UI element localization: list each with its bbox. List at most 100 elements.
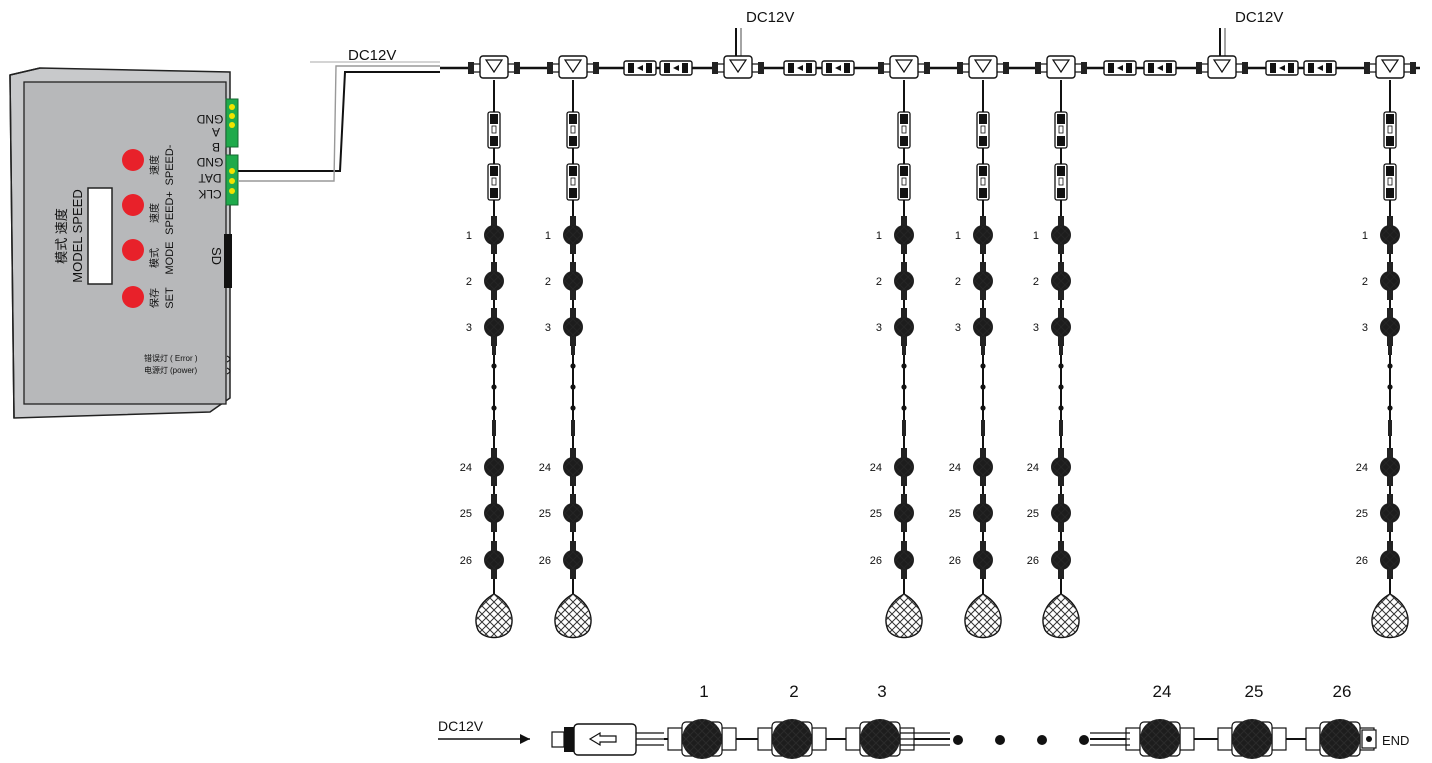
dc12v-label-main: DC12V xyxy=(348,47,396,64)
bus-connector xyxy=(821,60,855,76)
bus-connector xyxy=(659,60,693,76)
bus-connector xyxy=(623,60,657,76)
pixel-node xyxy=(1051,262,1071,300)
pixel-node xyxy=(563,262,583,300)
power-injection-tee-2 xyxy=(1195,55,1249,79)
pixel-node-number: 26 xyxy=(539,555,551,567)
end-label: END xyxy=(1382,733,1409,748)
ellipsis-dot xyxy=(570,384,576,390)
pixel-node-number: 26 xyxy=(460,555,472,567)
mode-button[interactable] xyxy=(122,239,144,261)
controller-box: 模式 速度 MODEL SPEED 速度 SPEED- 速度 SPEED+ 模式… xyxy=(9,67,239,419)
end-cap xyxy=(1361,729,1377,749)
pixel-node xyxy=(563,541,583,579)
pixel-node xyxy=(973,262,993,300)
ellipsis-dot xyxy=(570,363,576,369)
tee-connector xyxy=(1363,55,1417,79)
pixel-node-number: 24 xyxy=(870,462,882,474)
ellipsis-dot xyxy=(901,384,907,390)
pixel-node xyxy=(894,216,914,254)
display-label-cn: 模式 速度 xyxy=(54,208,69,264)
port2-label-clk: CLK xyxy=(198,187,221,201)
pixel-node xyxy=(1051,216,1071,254)
pixel-node-number: 3 xyxy=(876,322,882,334)
input-arrow-icon xyxy=(520,734,530,744)
ellipsis-dot xyxy=(901,405,907,411)
strip-node-number: 2 xyxy=(789,682,798,701)
ellipsis-dot xyxy=(1387,405,1393,411)
input-cable xyxy=(238,61,440,182)
ellipsis-dot xyxy=(980,384,986,390)
pixel-node xyxy=(894,494,914,532)
power-injection-tee-1 xyxy=(711,55,765,79)
plug-female xyxy=(897,163,911,201)
display-window xyxy=(87,187,113,285)
set-button[interactable] xyxy=(122,286,144,308)
port1-label-gnd: GND xyxy=(196,112,223,126)
port2-label-dat: DAT xyxy=(198,171,222,185)
pixel-node xyxy=(1380,262,1400,300)
speed-plus-button[interactable] xyxy=(122,194,144,216)
pixel-node xyxy=(563,216,583,254)
ellipsis-dot xyxy=(1387,384,1393,390)
pixel-node-number: 24 xyxy=(1027,462,1039,474)
pixel-node-number: 3 xyxy=(1362,322,1368,334)
pixel-node xyxy=(973,448,993,486)
pixel-node xyxy=(1051,448,1071,486)
bus-connector xyxy=(1303,60,1337,76)
pixel-node-number: 3 xyxy=(545,322,551,334)
dc12v-label-mid: DC12V xyxy=(746,9,794,26)
ellipsis-dot xyxy=(1387,363,1393,369)
pixel-node-number: 3 xyxy=(466,322,472,334)
port2-terminal: GND DAT CLK xyxy=(196,154,239,206)
pixel-node xyxy=(484,448,504,486)
strip-ellipsis-dot xyxy=(1037,735,1047,745)
pixel-node-number: 1 xyxy=(545,230,551,242)
pixel-node-number: 24 xyxy=(460,462,472,474)
mesh-drop-light xyxy=(964,593,1002,639)
strip-ellipsis-dot xyxy=(953,735,963,745)
plug-male xyxy=(487,111,501,149)
pixel-node xyxy=(894,262,914,300)
set-label-cn: 保存 xyxy=(148,288,161,308)
error-led-label-en: ( Error ) xyxy=(170,354,198,363)
strip-ellipsis-dot xyxy=(1079,735,1089,745)
pixel-node-number: 24 xyxy=(949,462,961,474)
strip-ellipsis-dot xyxy=(995,735,1005,745)
pixel-node-number: 1 xyxy=(1362,230,1368,242)
strip-node-number: 1 xyxy=(699,682,708,701)
pixel-node-number: 3 xyxy=(955,322,961,334)
plug-male xyxy=(976,111,990,149)
pixel-node-number: 26 xyxy=(1356,555,1368,567)
tee-connector xyxy=(956,55,1010,79)
mesh-drop-light xyxy=(885,593,923,639)
ellipsis-dot xyxy=(1058,363,1064,369)
pixel-node-number: 25 xyxy=(949,508,961,520)
plug-male xyxy=(1054,111,1068,149)
ellipsis-dot xyxy=(491,384,497,390)
pixel-strings: 1232425261232425261232425261232425261232… xyxy=(460,55,1417,639)
plug-male xyxy=(566,111,580,149)
power-led-label-cn: 电源灯 xyxy=(144,365,168,375)
port2-label-gnd: GND xyxy=(196,155,223,169)
speed-minus-button[interactable] xyxy=(122,149,144,171)
ellipsis-dot xyxy=(1058,384,1064,390)
speed-plus-label-en: SPEED+ xyxy=(164,191,176,235)
strip-pixel-node xyxy=(667,718,737,760)
pixel-node xyxy=(973,216,993,254)
bus-connector xyxy=(1265,60,1299,76)
bus-connector xyxy=(1103,60,1137,76)
speed-minus-label-en: SPEED- xyxy=(164,144,176,185)
strip-pixel-node xyxy=(757,718,827,760)
pixel-node-number: 2 xyxy=(955,276,961,288)
pixel-node-number: 25 xyxy=(870,508,882,520)
error-led-label-cn: 错误灯 xyxy=(144,353,168,363)
set-label-en: SET xyxy=(164,287,176,309)
pixel-node-number: 26 xyxy=(870,555,882,567)
ellipsis-dot xyxy=(570,405,576,411)
power-led-label-en: (power) xyxy=(170,366,197,375)
